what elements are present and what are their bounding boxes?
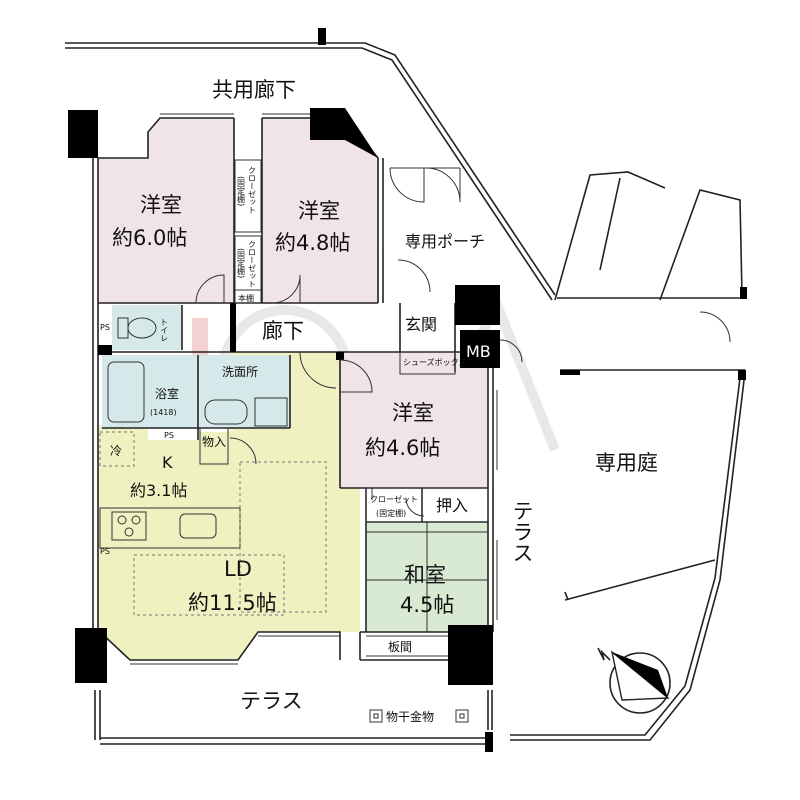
doors [195, 167, 731, 517]
hallway-name: 廊下 [262, 319, 304, 343]
laundry-hanger-label: 物干金物 [386, 709, 434, 724]
bath-fill [102, 355, 198, 428]
common-corridor-label: 共用廊下 [212, 78, 296, 102]
oshiire-box [421, 487, 489, 523]
toilet-name: トイレ [160, 318, 169, 342]
labels: 共用廊下 専用ポーチ 専用庭 テラス テラス 物干金物 洋室 約6.0帖 洋室 … [100, 78, 658, 724]
washroom-fill [198, 355, 290, 428]
kitchen-counter [99, 507, 241, 549]
sink [179, 513, 217, 539]
closet-b-fixed: (固定棚) [237, 248, 246, 278]
western2-size: 約4.8帖 [275, 231, 350, 255]
ldk-fill [98, 352, 360, 660]
private-garden-label: 専用庭 [595, 451, 658, 475]
burner-2 [131, 515, 141, 525]
closet-a-fixed: (固定棚) [237, 176, 246, 206]
shoebox-box [399, 351, 456, 375]
room-fills [98, 118, 488, 660]
fridge-space [99, 431, 135, 467]
washing-machine [254, 397, 288, 427]
storage-small-box [199, 427, 229, 465]
fridge-label: 冷 [110, 444, 122, 458]
western2-name: 洋室 [298, 199, 340, 223]
fixtures [99, 159, 489, 723]
windows [130, 113, 498, 665]
ps1-label: PS [100, 323, 110, 332]
itama-label: 板間 [388, 640, 412, 654]
bathtub [107, 361, 145, 423]
shoebox-label: シューズボックス [403, 357, 466, 367]
burner-1 [117, 515, 127, 525]
toilet-fill [112, 305, 182, 350]
ld-name: LD [224, 557, 252, 581]
oshiire-label: 押入 [436, 496, 468, 515]
terrace-bottom-label: テラス [240, 689, 303, 713]
stove [111, 511, 147, 541]
storage-small-label: 物入 [202, 435, 226, 449]
closet-c-fixed: (固定棚) [376, 508, 406, 518]
washbasin [204, 399, 248, 425]
private-porch-label: 専用ポーチ [405, 232, 485, 251]
closet-a-label: クローゼット [248, 166, 257, 214]
western1-name: 洋室 [140, 193, 182, 217]
north-arrow [597, 647, 671, 714]
ps3-label: PS [100, 547, 110, 556]
burner-3 [124, 527, 134, 537]
western2-fill [262, 118, 378, 303]
kitchen-size: 約3.1帖 [130, 481, 187, 500]
washroom-name: 洗面所 [222, 365, 258, 379]
bookshelf-label: 本棚 [238, 293, 254, 303]
mb-label: MB [466, 342, 491, 361]
japanese-size: 4.5帖 [400, 593, 454, 617]
western3-size: 約4.6帖 [365, 436, 440, 460]
ps2-label: PS [164, 431, 174, 440]
bath-name: 浴室 [155, 386, 179, 401]
japanese-name: 和室 [404, 563, 446, 587]
tv-area [239, 461, 327, 613]
closet-c-label: クローゼット [370, 494, 418, 504]
kitchen-name: K [162, 453, 173, 472]
western1-fill [98, 118, 234, 303]
closet-b-label: クローゼット [248, 240, 257, 288]
bookshelf-box [234, 289, 262, 304]
closet-a-box [234, 159, 262, 233]
western3-fill [340, 352, 488, 488]
western3-name: 洋室 [392, 401, 434, 425]
entrance-name: 玄関 [405, 315, 437, 334]
bath-size: (1418) [150, 408, 177, 417]
western1-size: 約6.0帖 [112, 226, 187, 250]
site-boundary [65, 28, 747, 752]
terrace-right-label: テラス [510, 500, 534, 563]
rug-area [133, 554, 285, 616]
toilet-tank [117, 317, 129, 339]
ld-size: 約11.5帖 [188, 591, 277, 615]
